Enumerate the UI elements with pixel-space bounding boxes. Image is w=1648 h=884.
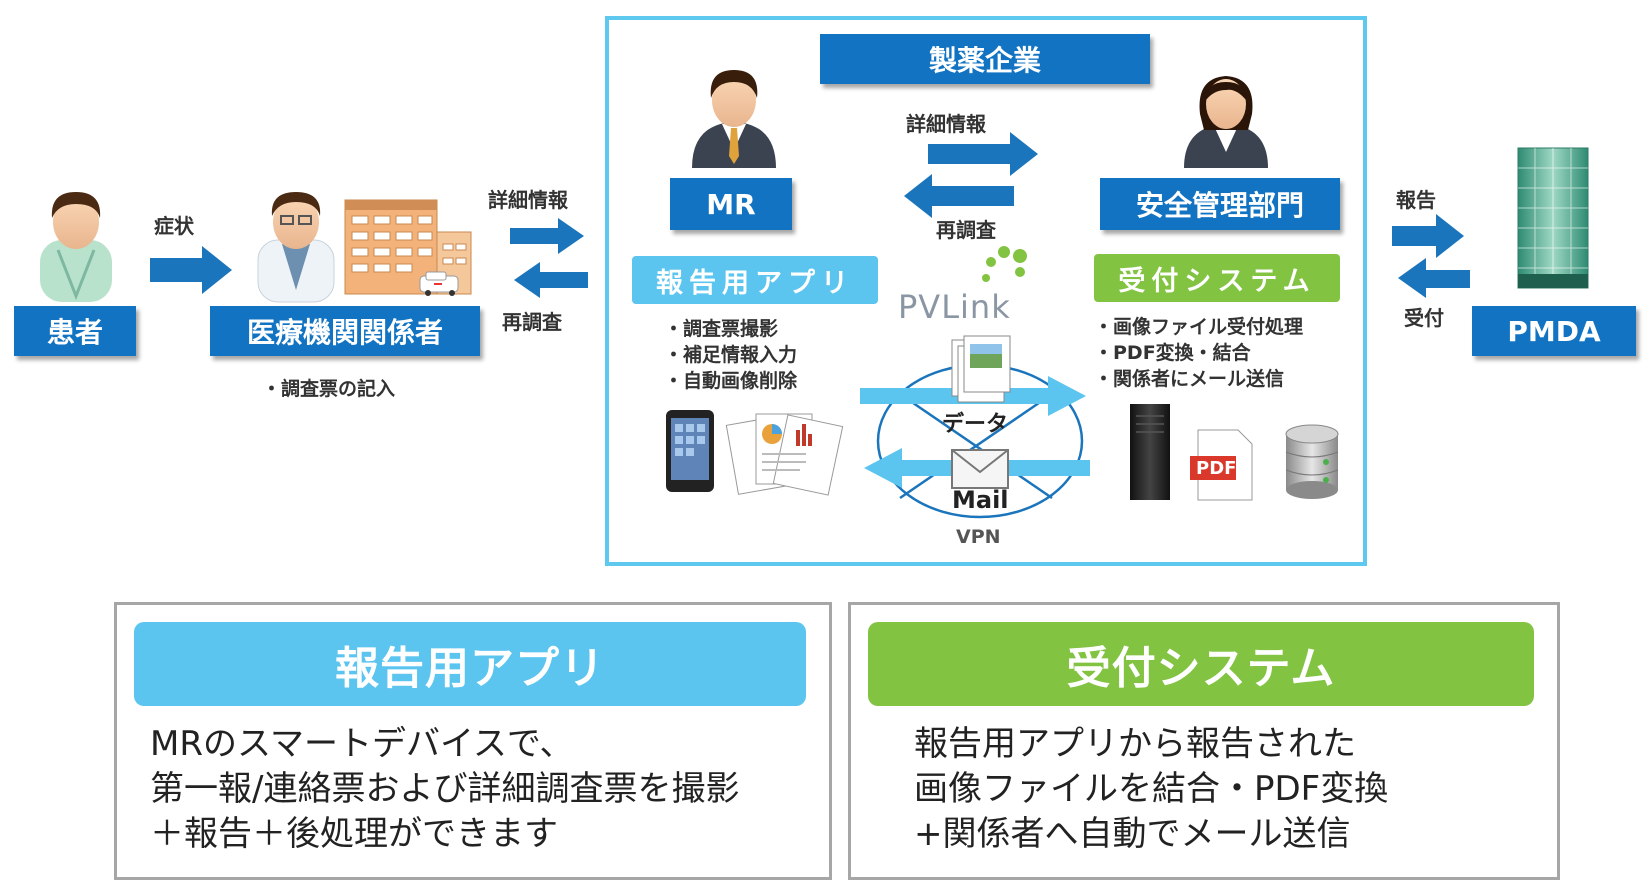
app-panel-line: ＋報告＋後処理ができます	[150, 814, 558, 854]
safety-person-icon	[1184, 76, 1268, 168]
reinvest-left-arrow	[514, 262, 588, 298]
mr-person-icon	[692, 70, 776, 168]
app-panel-line: 第一報/連絡票および詳細調査票を撮影	[150, 769, 740, 809]
pharma-company-label: 製薬企業	[820, 34, 1150, 84]
detail-center-arrow	[928, 132, 1038, 176]
reinvest-center-label: 再調査	[936, 218, 996, 242]
system-panel-line: +関係者へ自動でメール送信	[914, 814, 1351, 854]
app-panel-line: MRのスマートデバイスで、	[150, 724, 574, 764]
app-panel-title: 報告用アプリ	[134, 622, 806, 706]
system-bullet: ・PDF変換・結合	[1094, 342, 1251, 364]
app-panel-text: MRのスマートデバイスで、 第一報/連絡票および詳細調査票を撮影 ＋報告＋後処理…	[150, 722, 739, 857]
doctor-icon	[257, 192, 335, 303]
data-label: データ	[942, 412, 1009, 437]
detail-left-arrow	[510, 218, 584, 254]
system-tag: 受付システム	[1094, 254, 1340, 302]
pvlink-dots	[982, 246, 1027, 282]
detail-center-label: 詳細情報	[906, 112, 986, 136]
database-icon	[1285, 424, 1339, 499]
medical-staff-label: 医療機関関係者	[210, 306, 480, 356]
vpn-label: VPN	[956, 526, 1001, 548]
app-bullet: ・補足情報入力	[664, 344, 798, 366]
system-panel-line: 報告用アプリから報告された	[914, 724, 1356, 764]
mail-label: Mail	[952, 486, 1009, 514]
app-bullets: ・調査票撮影 ・補足情報入力 ・自動画像削除	[664, 316, 797, 394]
detail-left-label: 詳細情報	[488, 188, 568, 212]
reinvest-center-arrow	[904, 174, 1014, 218]
report-arrow	[1392, 214, 1464, 258]
accept-label: 受付	[1404, 306, 1444, 330]
documents-icon	[725, 413, 844, 496]
reinvest-left-label: 再調査	[502, 310, 562, 334]
app-tag: 報告用アプリ	[632, 256, 878, 304]
server-icon	[1130, 404, 1170, 500]
pdf-icon	[1190, 429, 1253, 501]
app-bullet: ・自動画像削除	[664, 370, 798, 392]
system-panel-line: 画像ファイルを結合・PDF変換	[914, 769, 1389, 809]
envelope-icon	[951, 449, 1009, 489]
smartphone-icon	[666, 410, 714, 492]
accept-arrow	[1398, 258, 1470, 298]
pvlink-logo: PVLink	[898, 288, 1011, 326]
system-bullets: ・画像ファイル受付処理 ・PDF変換・結合 ・関係者にメール送信	[1094, 314, 1303, 392]
symptom-arrow	[150, 246, 232, 294]
system-bullet: ・関係者にメール送信	[1094, 368, 1285, 390]
report-label: 報告	[1396, 188, 1436, 212]
pdf-icon-label: PDF	[1196, 458, 1237, 479]
patient-icon	[40, 192, 112, 302]
patient-label: 患者	[14, 306, 136, 356]
symptom-label: 症状	[154, 214, 194, 238]
app-bullet: ・調査票撮影	[664, 318, 779, 340]
medical-note: ・調査票の記入	[262, 378, 396, 400]
mr-label: MR	[670, 178, 792, 230]
document-stack-icon	[951, 335, 1011, 403]
system-panel-title: 受付システム	[868, 622, 1534, 706]
hospital-icon	[344, 199, 472, 296]
pmda-label: PMDA	[1472, 306, 1636, 356]
system-bullet: ・画像ファイル受付処理	[1094, 316, 1304, 338]
system-panel-text: 報告用アプリから報告された 画像ファイルを結合・PDF変換 +関係者へ自動でメー…	[914, 722, 1388, 857]
pmda-building-icon	[1517, 147, 1589, 289]
safety-dept-label: 安全管理部門	[1100, 178, 1340, 230]
